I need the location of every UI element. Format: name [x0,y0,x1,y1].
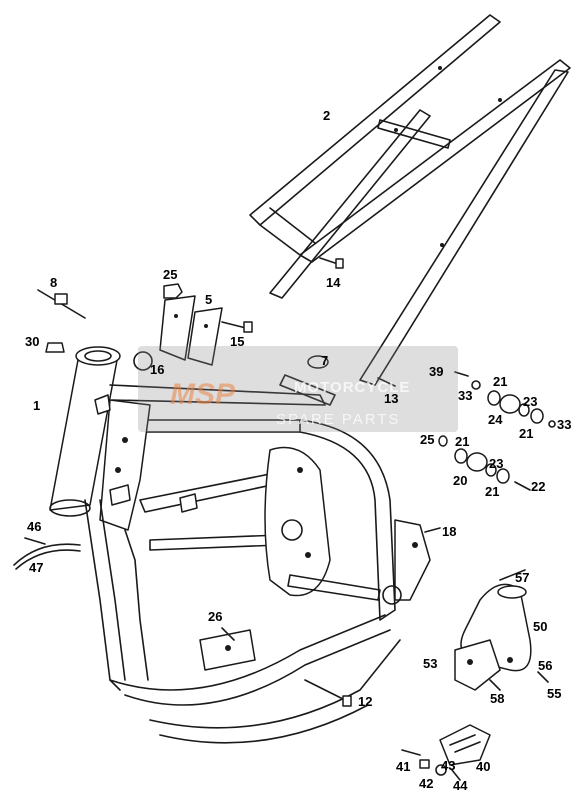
part-5-brackets [159,295,223,366]
watermark: MSP MOTORCYCLE SPARE PARTS [138,346,458,432]
callout-18: 18 [442,524,456,539]
callout-23b: 23 [489,456,503,471]
brake-pedal-bracket [454,639,501,691]
callout-22: 22 [531,479,545,494]
callout-12: 12 [358,694,372,709]
callout-14: 14 [326,275,341,290]
callout-24: 24 [488,412,503,427]
callout-21b: 21 [519,426,533,441]
callout-39: 39 [429,364,443,379]
callout-2: 2 [323,108,330,123]
watermark-line2: SPARE PARTS [276,411,401,428]
callout-21d: 21 [485,484,499,499]
callout-30: 30 [25,334,39,349]
callout-50: 50 [533,619,547,634]
part-12-bolt [304,679,352,707]
callout-55: 55 [547,686,561,701]
callout-1: 1 [33,398,40,413]
callout-25b: 25 [420,432,434,447]
callout-43: 43 [441,758,455,773]
part-14-bolt [319,257,344,269]
callout-56: 56 [538,658,552,673]
callout-8: 8 [50,275,57,290]
callout-7: 7 [321,353,328,368]
bushing-set-upper [454,371,556,428]
callout-23a: 23 [523,394,537,409]
callout-46: 46 [27,519,41,534]
callout-21a: 21 [493,374,507,389]
watermark-logo: MSP [170,378,236,411]
callout-13: 13 [384,391,398,406]
part-13-bolt [377,377,396,387]
part-26-screw [221,627,235,641]
callout-44: 44 [453,778,468,793]
callout-41: 41 [396,759,410,774]
small-bolts-right [489,671,549,691]
part-15-bolt [221,321,253,333]
callout-57: 57 [515,570,529,585]
part-8-bleed-valve [37,289,86,319]
rear-subframe [249,14,571,386]
callout-40: 40 [476,759,490,774]
callout-42: 42 [419,776,433,791]
callout-26: 26 [208,609,222,624]
part-30-grommet [45,342,65,353]
part-46-clip [24,537,46,545]
watermark-line1: MOTORCYCLE [294,379,410,396]
part-47-hose [13,543,81,570]
callout-53: 53 [423,656,437,671]
callout-58: 58 [490,691,504,706]
callout-33a: 33 [458,388,472,403]
callout-47: 47 [29,560,43,575]
callout-16: 16 [150,362,164,377]
footpeg-small-parts [401,749,461,781]
part-18-screw [424,527,441,533]
callout-25a: 25 [163,267,177,282]
main-frame [49,346,431,744]
part-57-cap [499,569,526,581]
bushing-set-lower [438,435,531,491]
part-40-footpeg [439,724,491,766]
callout-15: 15 [230,334,244,349]
callout-21c: 21 [455,434,469,449]
part-16-ring [133,351,153,371]
callout-5: 5 [205,292,212,307]
part-7-cap [307,355,329,369]
callout-33b: 33 [557,417,571,432]
part-25-nut [163,283,183,299]
callouts: 1 2 5 7 8 12 13 14 15 16 18 20 21 21 21 … [25,108,571,793]
callout-20: 20 [453,473,467,488]
